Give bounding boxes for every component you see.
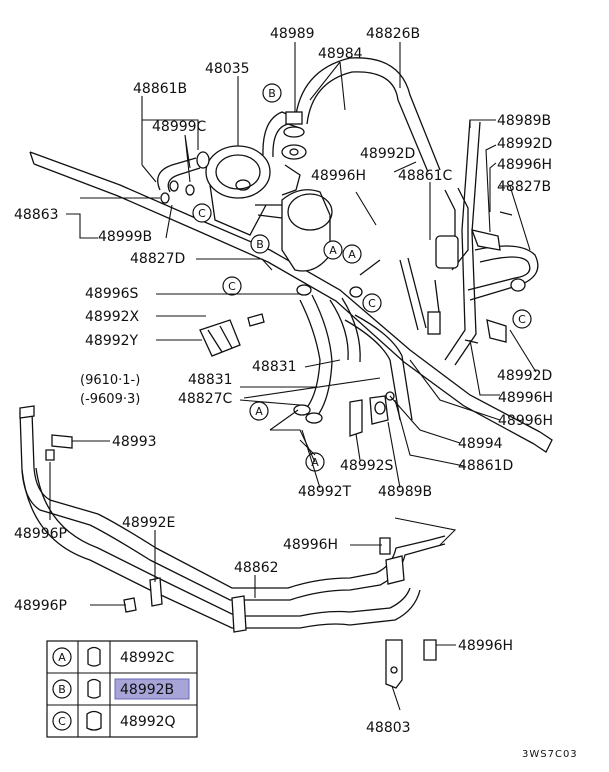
callout-48984: 48984 [318,46,363,62]
callout-48996P-a: 48996P [14,526,67,542]
svg-text:A: A [348,248,356,261]
callout-48863: 48863 [14,207,59,223]
diagram-code: 3WS7C03 [522,749,578,760]
leader-lines [49,42,537,711]
callout-48992T: 48992T [298,484,352,500]
callout-48992D-low: 48992D [497,368,552,384]
callout-48989B-right: 48989B [497,113,551,129]
callout-48861B: 48861B [133,81,187,97]
legend-highlight [114,678,190,700]
legend-marker-c: C [58,715,66,728]
callout-labels: 48989 48826B 48035 48984 48861B 48999C 4… [14,26,553,736]
legend-marker-a: A [58,651,66,664]
svg-text:C: C [368,297,376,310]
callout-48996H-low2: 48996H [498,413,553,429]
svg-text:A: A [311,456,319,469]
legend-part-a: 48992C [120,650,175,666]
callout-48993: 48993 [112,434,157,450]
grommet-c-icon [86,710,102,731]
marker-c-left: C [192,203,212,223]
callout-48996H-right: 48996H [497,157,552,173]
reference-markers: B C B C A A C C A A [192,83,532,472]
callout-48996P-b: 48996P [14,598,67,614]
svg-text:C: C [228,280,236,293]
svg-text:A: A [329,244,337,257]
serial-from: (9610·1-) [80,373,140,388]
marker-b-top: B [262,83,282,103]
marker-c-right: C [362,293,382,313]
grommet-a-icon [87,646,101,667]
callout-48826B: 48826B [366,26,420,42]
marker-c-mid: C [222,276,242,296]
svg-text:B: B [256,238,264,251]
marker-a-low1: A [249,401,269,421]
legend-row-a: A 48992C [52,646,175,667]
callout-48831-b: 48831 [188,372,233,388]
svg-text:A: A [255,405,263,418]
marker-a-right1: A [323,240,343,260]
legend-row-b: B 48992B [52,678,190,700]
callout-48999B: 48999B [98,229,152,245]
callout-48992S: 48992S [340,458,394,474]
callout-48861D: 48861D [458,458,513,474]
callout-48996H-br: 48996H [458,638,513,654]
legend-part-c: 48992Q [120,714,176,730]
callout-48989: 48989 [270,26,315,42]
callout-48994: 48994 [458,436,503,452]
callout-48827B: 48827B [497,179,551,195]
callout-48035: 48035 [205,61,250,77]
callout-48803: 48803 [366,720,411,736]
callout-48992X: 48992X [85,309,140,325]
grommet-b-icon [87,678,101,699]
marker-c-far: C [512,309,532,329]
callout-48827D: 48827D [130,251,185,267]
legend-row-c: C 48992Q [52,710,176,731]
callout-48999C: 48999C [152,119,207,135]
callout-48992D-right: 48992D [497,136,552,152]
callout-48992E: 48992E [122,515,175,531]
callout-48992D-top: 48992D [360,146,415,162]
callout-48996H-bottom: 48996H [283,537,338,553]
power-steering-assembly-drawing [19,57,553,689]
callout-48992Y: 48992Y [85,333,139,349]
marker-a-right2: A [342,244,362,264]
marker-legend: A 48992C B 48992B C 48992Q [46,640,198,738]
svg-text:B: B [268,87,276,100]
callout-48996S: 48996S [85,286,139,302]
svg-text:C: C [198,207,206,220]
serial-to: (-9609·3) [80,392,140,407]
legend-part-b: 48992B [120,682,174,698]
callout-48996H-low1: 48996H [498,390,553,406]
callout-48996H-mid: 48996H [311,168,366,184]
callout-48827C: 48827C [178,391,233,407]
callout-48862: 48862 [234,560,279,576]
callout-48989B-low: 48989B [378,484,432,500]
marker-b-mid: B [250,234,270,254]
callout-48861C: 48861C [398,168,453,184]
legend-marker-b: B [58,683,66,696]
svg-text:C: C [518,313,526,326]
callout-48831-a: 48831 [252,359,297,375]
